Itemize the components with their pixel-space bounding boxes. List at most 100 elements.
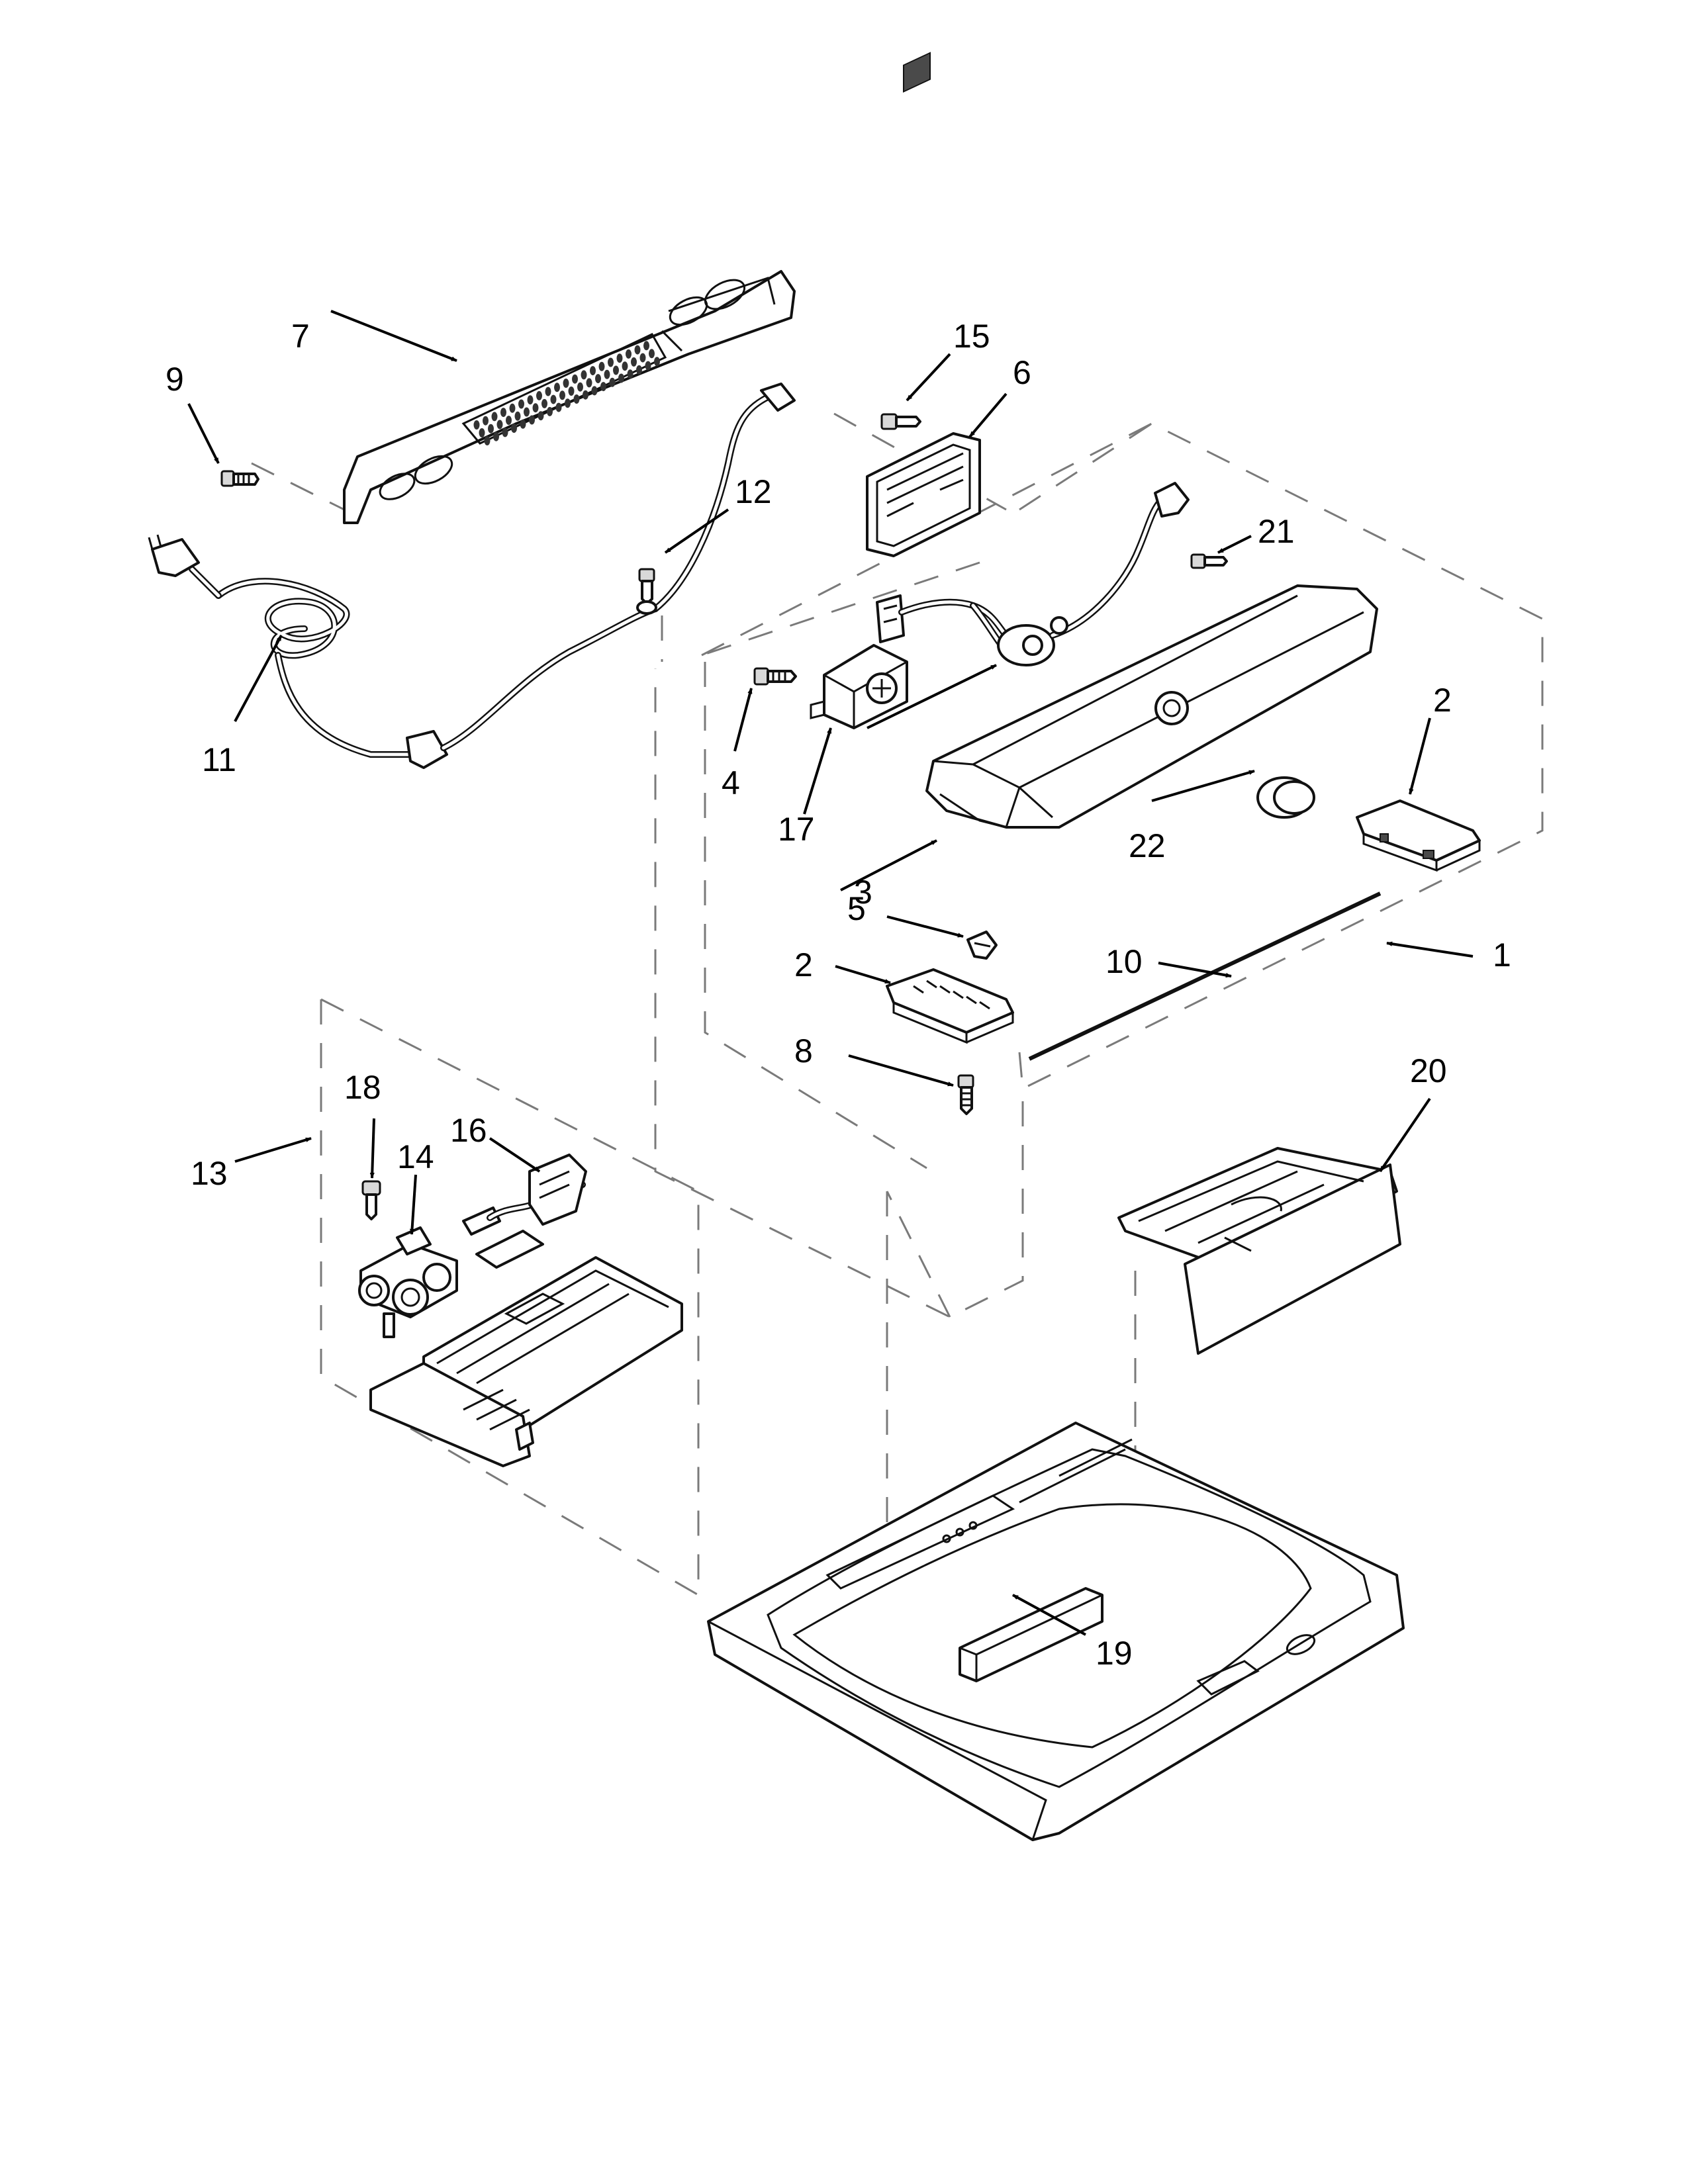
console[interactable] — [925, 584, 1378, 829]
callout-5: 5 — [847, 890, 866, 927]
vent-slot — [626, 349, 632, 359]
vent-slot — [538, 411, 544, 421]
callout-3: 3 — [854, 874, 872, 911]
vent-slot — [502, 428, 508, 437]
vent-slot — [627, 369, 633, 379]
vent-slot — [568, 387, 575, 396]
valve-wire-harness[interactable] — [462, 1154, 587, 1269]
control-box-outline — [320, 998, 700, 1596]
vent-slot — [572, 374, 578, 384]
leader-arrows — [187, 310, 1474, 1636]
vent-slot — [479, 428, 485, 437]
vent-slot — [622, 361, 628, 371]
vent-slot — [604, 369, 610, 379]
vent-slot — [616, 353, 623, 363]
vent-slot — [639, 353, 646, 363]
trim-strip[interactable] — [1028, 891, 1382, 1061]
dispenser-drawer[interactable] — [1117, 1147, 1401, 1355]
callout-1: 1 — [1493, 936, 1511, 974]
screw-18[interactable] — [361, 1180, 381, 1220]
vent-slot — [563, 379, 569, 388]
vent-slot — [613, 365, 619, 375]
vent-slot — [547, 406, 553, 416]
vent-slot — [645, 361, 651, 371]
callout-13: 13 — [191, 1155, 228, 1192]
vent-slot — [532, 403, 539, 413]
power-cord[interactable] — [148, 383, 796, 769]
screw-8[interactable] — [957, 1074, 974, 1115]
callout-2-left: 2 — [794, 946, 813, 983]
console-assembly-outline — [654, 422, 1544, 1318]
callout-14: 14 — [397, 1138, 434, 1175]
callout-15: 15 — [953, 318, 990, 355]
vent-slot — [559, 390, 565, 400]
screw-4[interactable] — [753, 667, 797, 686]
vent-slot — [608, 357, 614, 367]
console-back-panel[interactable] — [343, 270, 796, 524]
vent-slot — [488, 424, 494, 433]
screw-15[interactable] — [880, 413, 921, 430]
vent-slot — [506, 416, 512, 426]
ground-screw-12[interactable] — [636, 568, 657, 615]
vent-slot — [636, 365, 642, 375]
callout-labels: 1 2 2 3 4 5 6 7 8 9 10 11 12 13 14 15 16… — [165, 318, 1511, 1672]
top-panel[interactable] — [707, 1422, 1405, 1841]
vent-slot — [590, 366, 596, 376]
callout-17: 17 — [778, 811, 815, 848]
vent-slot — [631, 357, 637, 367]
callout-22: 22 — [1129, 827, 1166, 864]
vent-slot — [595, 374, 601, 384]
callout-19: 19 — [1096, 1635, 1133, 1672]
switch-module[interactable] — [810, 644, 908, 729]
clip-5[interactable] — [966, 931, 998, 960]
vent-slot — [591, 386, 598, 396]
vent-slot — [643, 341, 649, 351]
vent-slot — [598, 361, 605, 371]
vent-slot — [654, 357, 660, 367]
vent-slot — [518, 399, 524, 409]
callout-4: 4 — [722, 764, 740, 801]
control-box-tray[interactable] — [369, 1256, 683, 1467]
vent-slot — [511, 424, 517, 433]
callout-12: 12 — [735, 473, 772, 510]
vent-slot — [536, 390, 542, 400]
wiring-harness[interactable] — [876, 482, 1190, 666]
callout-20: 20 — [1410, 1052, 1447, 1089]
vent-slot — [618, 373, 624, 383]
vent-slot — [545, 387, 551, 396]
callout-16: 16 — [450, 1112, 487, 1149]
vent-slot — [529, 415, 535, 425]
vent-slot — [565, 398, 571, 408]
callout-9: 9 — [165, 361, 184, 398]
knob[interactable] — [1256, 776, 1315, 819]
callout-21: 21 — [1258, 513, 1295, 550]
vent-slot — [483, 416, 489, 426]
vent-slot — [493, 432, 499, 441]
control-board[interactable] — [866, 52, 981, 557]
vent-slot — [586, 378, 592, 388]
vent-slot — [541, 398, 547, 408]
vent-slot — [550, 394, 557, 404]
vent-slot — [520, 419, 526, 429]
water-valve[interactable] — [358, 1226, 458, 1338]
screw-21[interactable] — [1190, 553, 1228, 569]
vent-slot — [554, 383, 560, 392]
vent-slot — [491, 412, 498, 422]
callout-6: 6 — [1013, 354, 1031, 391]
vent-slot — [634, 345, 641, 355]
callout-8: 8 — [794, 1032, 813, 1069]
bracket-2-right[interactable] — [1356, 799, 1481, 872]
vent-slots — [473, 341, 660, 445]
vent-slot — [527, 395, 534, 405]
vent-slot — [609, 377, 616, 387]
console-inner-outline — [704, 662, 1024, 1169]
callout-2-right: 2 — [1433, 682, 1452, 719]
vent-slot — [509, 403, 516, 413]
vent-slot — [600, 382, 606, 392]
vent-slot — [514, 411, 521, 421]
bracket-2-left[interactable] — [886, 968, 1014, 1044]
callout-7: 7 — [291, 318, 310, 355]
vent-slot — [524, 407, 530, 417]
screw-9[interactable] — [220, 470, 259, 487]
